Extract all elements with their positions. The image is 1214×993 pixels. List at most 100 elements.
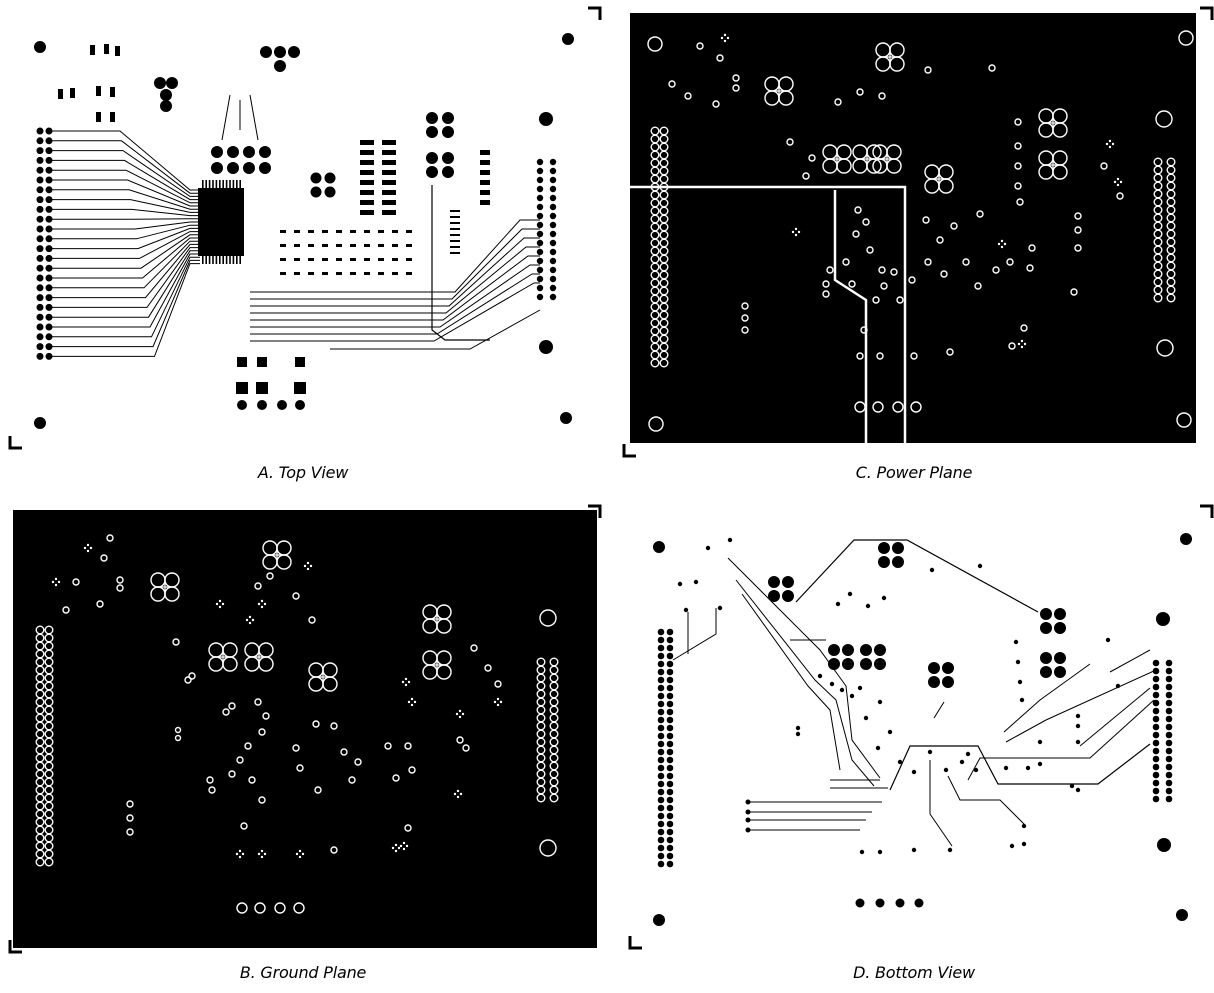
fanout-trace: [49, 208, 200, 217]
smd-part: [58, 89, 63, 99]
power-pad: [243, 146, 255, 158]
qfp-pin: [202, 256, 204, 264]
thermal-dot: [402, 847, 406, 851]
power-pad: [426, 166, 438, 178]
via-ring: [822, 290, 830, 298]
power-via-pad: [860, 644, 872, 656]
thermal-dot: [1017, 342, 1021, 346]
via-ring: [684, 92, 692, 100]
via-pad: [1017, 679, 1023, 685]
header-pin-pad: [36, 343, 44, 351]
bus-end-pad: [745, 817, 751, 823]
power-via-pad: [828, 644, 840, 656]
thermal-dot: [303, 564, 307, 568]
via-ring: [174, 734, 182, 742]
power-pad: [160, 89, 172, 101]
caption-top-view: A. Top View: [257, 463, 349, 482]
via-ring: [880, 282, 888, 290]
power-via-pad: [874, 644, 886, 656]
power-pad: [426, 126, 438, 138]
via-ring: [222, 708, 230, 716]
header-pin-pad: [1152, 731, 1160, 739]
smd-part: [392, 230, 398, 233]
header-pin-pad: [666, 836, 674, 844]
via-pad: [865, 603, 871, 609]
header-pin-pad: [666, 652, 674, 660]
trace: [830, 779, 888, 789]
header-pin-pad: [666, 748, 674, 756]
smd-part: [336, 258, 342, 261]
smd-part: [350, 272, 356, 275]
smd-part: [322, 244, 328, 247]
thermal-dot: [86, 543, 90, 547]
thermal-dot: [218, 605, 222, 609]
via-pad: [911, 847, 917, 853]
thermal-dot: [218, 599, 222, 603]
thermal-dot: [456, 795, 460, 799]
thermal-dot: [51, 580, 55, 584]
via-ring: [312, 720, 320, 728]
thermal-dot: [455, 712, 459, 716]
test-point-pad: [236, 382, 248, 394]
smd-part: [382, 160, 396, 165]
via-ring: [878, 92, 886, 100]
header-pin-pad: [1152, 739, 1160, 747]
fanout-trace: [49, 256, 200, 338]
via-ring: [808, 154, 816, 162]
header-pin-pad: [1165, 691, 1173, 699]
via-ring: [1074, 244, 1082, 252]
smd-part: [308, 230, 314, 233]
header-pin-pad: [36, 323, 44, 331]
thermal-dot: [459, 792, 463, 796]
qfp-pin: [236, 256, 238, 264]
via-ring: [896, 296, 904, 304]
header-pin-pad: [666, 708, 674, 716]
test-point: [855, 898, 865, 908]
header-pin-pad: [657, 756, 665, 764]
smd-part: [480, 190, 490, 195]
thermal-dot: [1113, 180, 1117, 184]
thermal-dot: [399, 844, 403, 848]
bus-trace: [330, 309, 541, 350]
smd-part: [392, 272, 398, 275]
power-pad: [211, 146, 223, 158]
via-ring: [1028, 244, 1036, 252]
header-pin-pad: [666, 716, 674, 724]
via-pad: [947, 847, 953, 853]
via-ring: [262, 712, 270, 720]
test-point-pad: [294, 382, 306, 394]
panel-top-view: [8, 6, 602, 450]
header-pin-pad: [1152, 795, 1160, 803]
trace: [735, 579, 875, 787]
test-point-pad: [295, 357, 305, 367]
qfp-pin: [232, 180, 235, 188]
via-pad: [875, 745, 881, 751]
via-pad: [829, 681, 835, 687]
via-ring: [872, 296, 880, 304]
header-pin-pad: [36, 166, 44, 174]
header-pin-pad: [657, 732, 665, 740]
via-ring: [100, 554, 108, 562]
via-cross: [1043, 155, 1063, 175]
header-pin-pad: [666, 780, 674, 788]
header-pin-pad: [657, 740, 665, 748]
bus-trace: [250, 237, 540, 307]
header-pin-pad: [657, 820, 665, 828]
thermal-dot: [404, 677, 408, 681]
smd-part: [450, 216, 460, 218]
header-pin-pad: [1152, 747, 1160, 755]
corner-mark: [8, 436, 22, 450]
smd-part: [382, 170, 396, 175]
via-ring: [340, 748, 348, 756]
header-pin-pad: [666, 772, 674, 780]
smd-part: [294, 244, 300, 247]
via-ring: [1026, 264, 1034, 272]
thermal-dot: [1111, 142, 1115, 146]
power-pad: [154, 77, 166, 89]
via-pad: [1075, 739, 1081, 745]
header-pin-pad: [536, 194, 544, 202]
smd-part: [294, 230, 300, 233]
header-pin-ring: [44, 857, 54, 867]
via-ring: [404, 742, 412, 750]
via-ring: [354, 758, 362, 766]
